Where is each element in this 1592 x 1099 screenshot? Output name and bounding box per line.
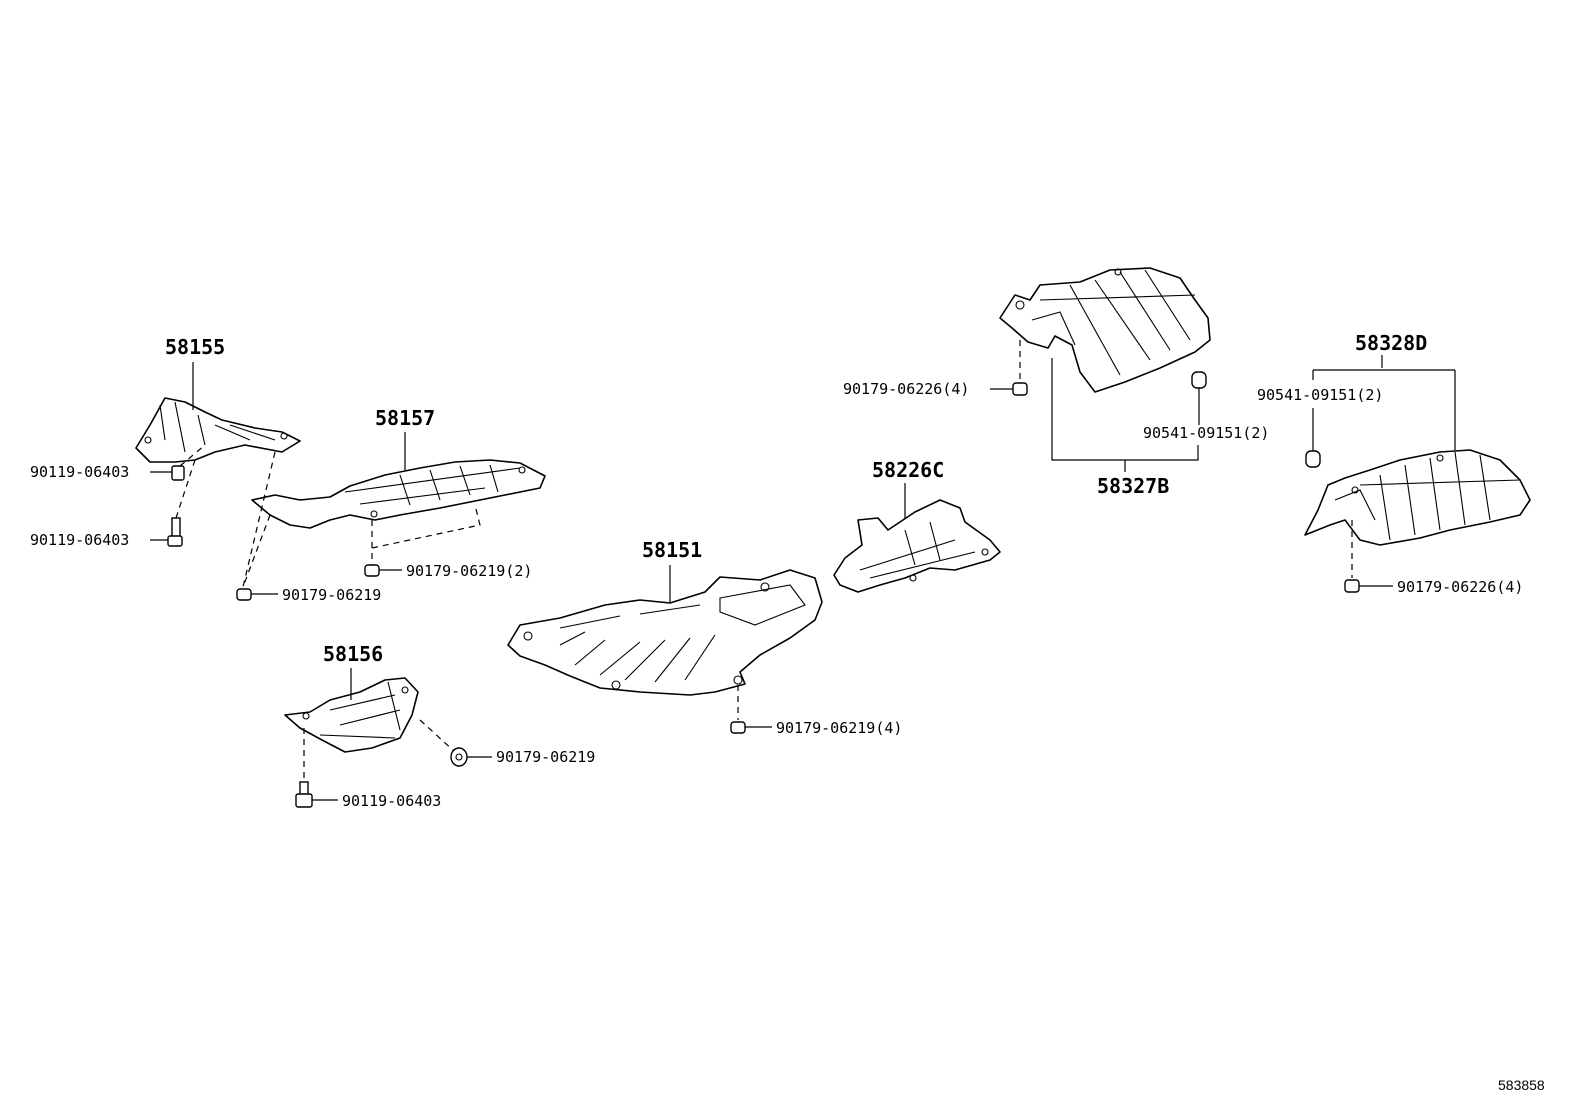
label-bolt-c: 90119-06403 — [342, 792, 441, 810]
label-58328d: 58328D — [1355, 331, 1427, 355]
part-58327b-shape — [999, 267, 1211, 393]
label-nut-58328d-qty4: 90179-06226(4) — [1397, 578, 1523, 596]
nut-icon — [1344, 579, 1393, 593]
clip-icon — [1305, 450, 1321, 468]
label-58155: 58155 — [165, 335, 225, 359]
label-58151: 58151 — [642, 538, 702, 562]
label-nut-58151-qty4: 90179-06219(4) — [776, 719, 902, 737]
part-58157-shape — [251, 459, 546, 529]
bracket-58328d — [1312, 355, 1456, 450]
nut-icon — [450, 747, 492, 767]
bolt-icon — [295, 781, 338, 808]
label-nut-58157: 90179-06219 — [282, 586, 381, 604]
nut-icon — [730, 721, 772, 734]
part-58155-shape — [135, 397, 301, 463]
label-bolt-a: 90119-06403 — [30, 463, 129, 481]
nut-icon — [236, 588, 278, 601]
label-nut-58157-qty2: 90179-06219(2) — [406, 562, 532, 580]
label-58156: 58156 — [323, 642, 383, 666]
part-58156-shape — [284, 677, 419, 753]
diagram-id: 583858 — [1498, 1077, 1545, 1093]
part-58226c-shape — [833, 499, 1001, 593]
part-58328d-shape — [1304, 449, 1531, 546]
bolt-icon — [150, 465, 185, 481]
label-clip-58328d-qty2: 90541-09151(2) — [1257, 386, 1383, 404]
bolt-icon — [150, 517, 183, 547]
label-58226c: 58226C — [872, 458, 944, 482]
dash-nut-qty2 — [371, 504, 481, 565]
label-nut-58156: 90179-06219 — [496, 748, 595, 766]
nut-icon — [990, 382, 1028, 396]
dash-nut-58157 — [242, 451, 276, 588]
dash-bolt-a — [179, 444, 206, 467]
nut-icon — [364, 564, 402, 577]
label-bolt-b: 90119-06403 — [30, 531, 129, 549]
label-58157: 58157 — [375, 406, 435, 430]
label-nut-58327b-qty4: 90179-06226(4) — [843, 380, 969, 398]
clip-icon — [1191, 371, 1207, 389]
label-clip-58327b-qty2: 90541-09151(2) — [1143, 424, 1269, 442]
label-58327b: 58327B — [1097, 474, 1169, 498]
dash-nut-58156 — [419, 719, 456, 753]
bracket-58327b — [1051, 358, 1199, 472]
part-58151-shape — [507, 569, 823, 696]
